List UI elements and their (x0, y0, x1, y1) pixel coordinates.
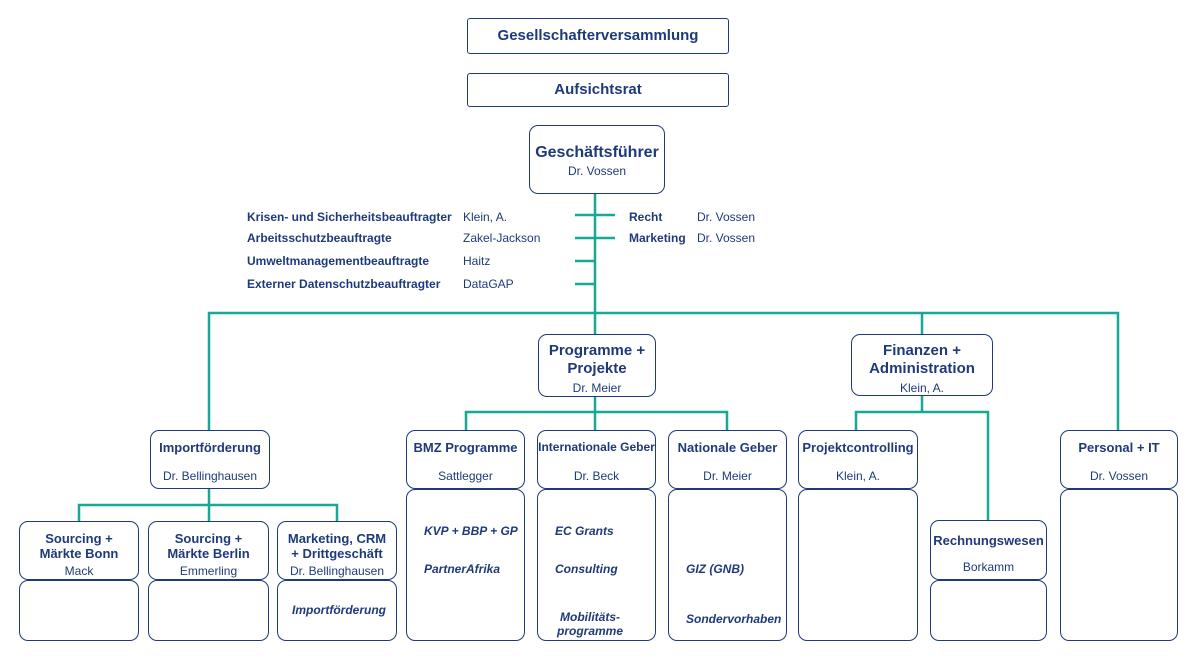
staff-role: Externer Datenschutzbeauftragter (247, 277, 441, 291)
unit-national-title: Nationale Geber (677, 440, 778, 455)
staff-role: Umweltmanagementbeauftragte (247, 254, 430, 268)
division-personnel-name: Dr. Vossen (1089, 469, 1149, 483)
staff-role: Recht (629, 210, 663, 224)
division-programs-title: Programme + Projekte (548, 342, 646, 377)
unit-accounting-box: Rechnungswesen Borkamm (930, 520, 1047, 580)
shareholders-box: Gesellschafterversammlung (467, 18, 729, 54)
unit-bmz-items-box: KVP + BBP + GP PartnerAfrika (406, 489, 525, 641)
unit-intl-items-box: EC Grants Consulting Mobilitäts-programm… (537, 489, 656, 641)
unit-marketing-items-box: Importförderung (277, 580, 397, 641)
staff-name: Dr. Vossen (697, 231, 756, 245)
board-title: Aufsichtsrat (554, 81, 642, 98)
division-finance-name: Klein, A. (899, 381, 945, 395)
unit-controlling-box: Projektcontrolling Klein, A. (798, 430, 918, 489)
division-finance-box: Finanzen + Administration Klein, A. (851, 334, 993, 396)
division-import-title: Importförderung (159, 440, 261, 455)
staff-role: Arbeitsschutzbeauftragte (247, 231, 392, 245)
division-personnel-title: Personal + IT (1078, 440, 1160, 455)
board-box: Aufsichtsrat (467, 73, 729, 107)
unit-national-items-box: GIZ (GNB) Sondervorhaben (668, 489, 787, 641)
unit-bmz-title: BMZ Programme (413, 440, 518, 455)
unit-bonn-items-box (19, 580, 139, 641)
item-label: Sondervorhaben (686, 612, 782, 626)
unit-controlling-title: Projektcontrolling (802, 440, 914, 455)
unit-bmz-box: BMZ Programme Sattlegger (406, 430, 525, 489)
unit-marketing-name: Dr. Bellinghausen (289, 564, 385, 578)
staff-name: Dr. Vossen (697, 210, 756, 224)
division-programs-box: Programme + Projekte Dr. Meier (538, 334, 656, 397)
item-label: EC Grants (555, 524, 614, 538)
ceo-title: Geschäftsführer (535, 144, 659, 161)
unit-marketing-box: Marketing, CRM + Drittgeschäft Dr. Belli… (277, 521, 397, 580)
item-label: Importförderung (292, 603, 386, 617)
unit-intl-box: Internationale Geber Dr. Beck (537, 430, 656, 489)
unit-national-box: Nationale Geber Dr. Meier (668, 430, 787, 489)
personnel-items-box (1060, 489, 1178, 641)
staff-name: Zakel-Jackson (463, 231, 541, 245)
unit-accounting-title: Rechnungswesen (933, 533, 1044, 548)
unit-berlin-items-box (148, 580, 269, 641)
staff-role: Marketing (629, 231, 686, 245)
division-personnel-box: Personal + IT Dr. Vossen (1060, 430, 1178, 489)
unit-berlin-title: Sourcing + Märkte Berlin (167, 531, 250, 561)
item-label: Consulting (555, 562, 618, 576)
unit-bmz-name: Sattlegger (438, 469, 493, 483)
unit-intl-title: Internationale Geber (538, 440, 655, 454)
unit-controlling-items-box (798, 489, 918, 641)
shareholders-title: Gesellschafterversammlung (497, 27, 699, 44)
division-import-box: Importförderung Dr. Bellinghausen (150, 430, 270, 489)
staff-name: DataGAP (463, 277, 514, 291)
division-programs-name: Dr. Meier (572, 381, 622, 395)
staff-role: Krisen- und Sicherheitsbeauftragter (247, 210, 452, 224)
unit-intl-name: Dr. Beck (573, 469, 620, 483)
division-finance-title: Finanzen + Administration (869, 342, 975, 377)
unit-berlin-box: Sourcing + Märkte Berlin Emmerling (148, 521, 269, 580)
unit-controlling-name: Klein, A. (835, 469, 881, 483)
item-label: Mobilitäts-programme (556, 610, 624, 638)
unit-accounting-name: Borkamm (962, 560, 1015, 574)
item-label: KVP + BBP + GP (424, 524, 518, 538)
staff-name: Haitz (463, 254, 491, 268)
item-label: GIZ (GNB) (686, 562, 744, 576)
unit-marketing-title: Marketing, CRM + Drittgeschäft (287, 531, 387, 561)
unit-national-name: Dr. Meier (703, 469, 752, 483)
unit-berlin-name: Emmerling (179, 564, 238, 578)
staff-name: Klein, A. (463, 210, 508, 224)
unit-bonn-name: Mack (64, 564, 94, 578)
unit-bonn-title: Sourcing + Märkte Bonn (39, 531, 119, 561)
division-import-name: Dr. Bellinghausen (162, 469, 258, 483)
item-label: PartnerAfrika (424, 562, 501, 576)
unit-bonn-box: Sourcing + Märkte Bonn Mack (19, 521, 139, 580)
ceo-name: Dr. Vossen (567, 164, 627, 178)
ceo-box: Geschäftsführer Dr. Vossen (529, 125, 665, 194)
unit-accounting-items-box (930, 580, 1047, 641)
